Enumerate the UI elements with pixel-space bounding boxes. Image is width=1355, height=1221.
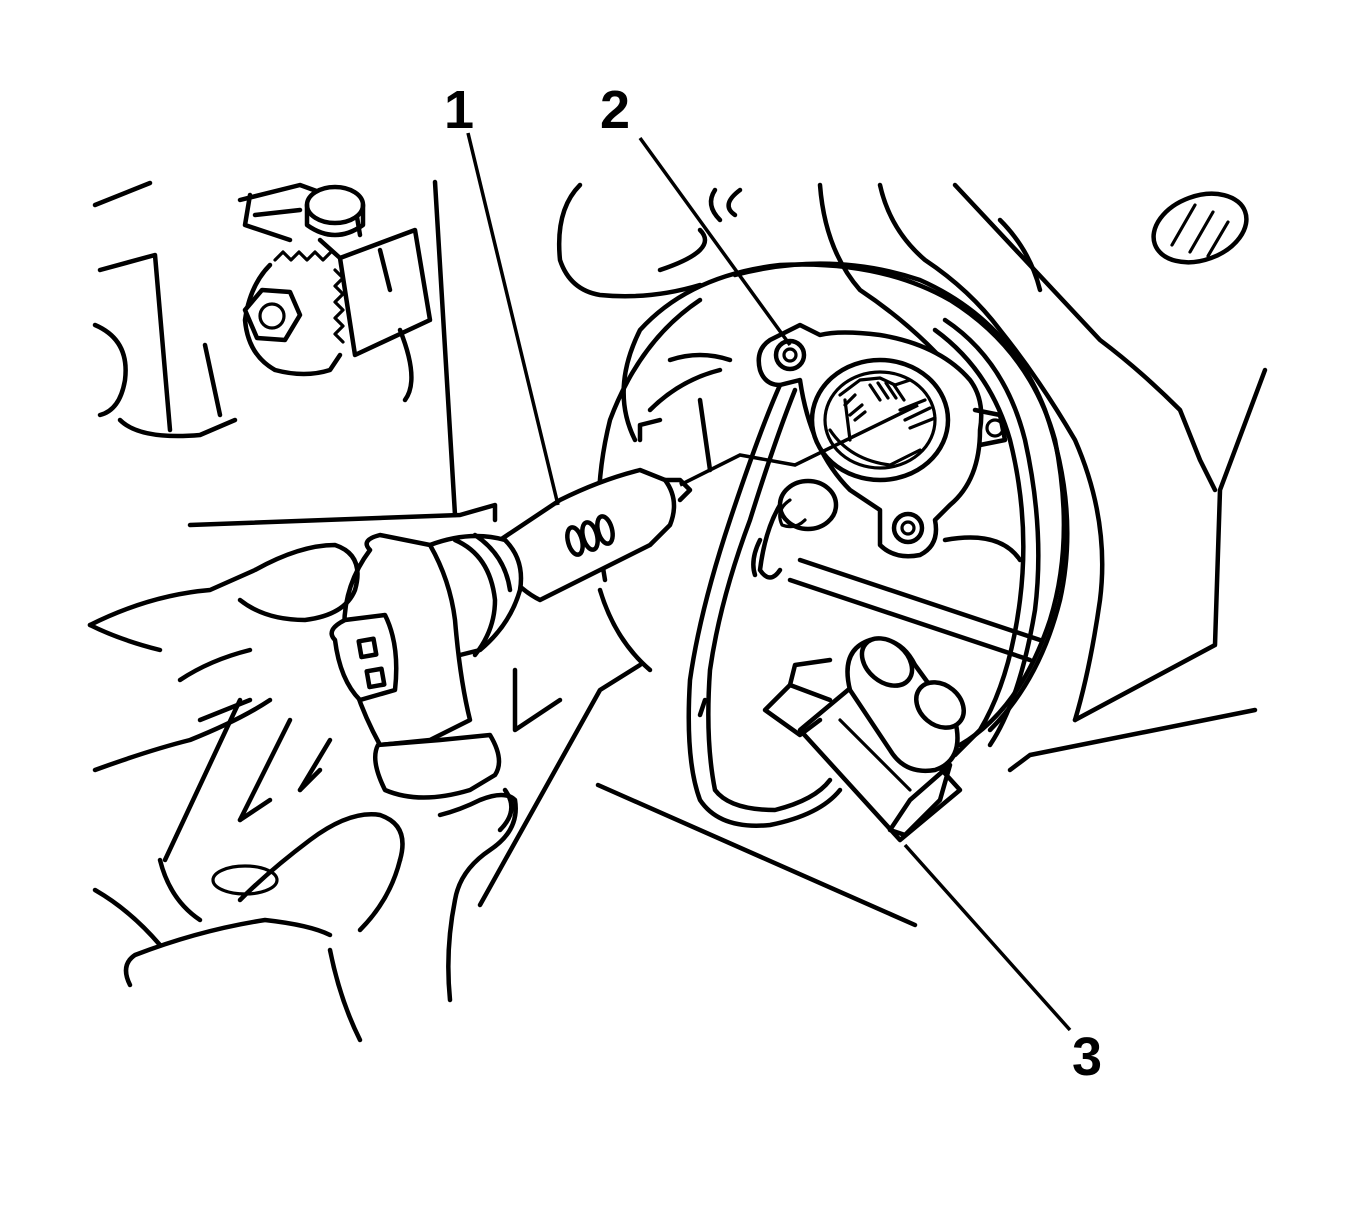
headlamp-bulb <box>329 467 693 800</box>
callout-2: 2 <box>600 80 630 140</box>
bulb-socket <box>756 322 1008 559</box>
hand <box>87 542 918 1043</box>
bulb-pointer <box>679 403 919 487</box>
leader-line-1 <box>466 132 560 506</box>
leader-lines <box>466 132 1072 1032</box>
wiring-harness <box>686 317 1041 828</box>
lamp-opening-rings <box>596 261 1070 748</box>
leader-line-2 <box>638 136 792 347</box>
callout-1: 1 <box>444 80 474 140</box>
body-panel-lines <box>92 179 498 528</box>
callout-3: 3 <box>1072 1027 1102 1087</box>
leader-line-3 <box>903 843 1072 1032</box>
headlamp-housing <box>556 182 1268 773</box>
bracket-assembly <box>237 182 433 377</box>
electrical-connector <box>762 636 966 843</box>
